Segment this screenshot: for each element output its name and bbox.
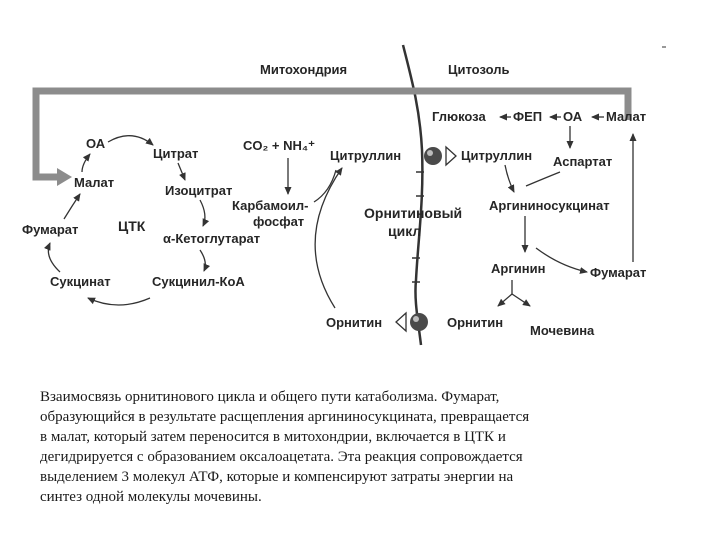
ornithine-cyto-label: Орнитин — [447, 315, 503, 330]
citrulline-mito-label: Цитруллин — [330, 148, 401, 163]
argininosuccinate-label: Аргининосукцинат — [489, 198, 610, 213]
arrow-succinate-to-fumarate — [44, 242, 61, 273]
cytosol-label: Цитозоль — [448, 62, 509, 77]
arrow-fumarate-to-malate — [63, 193, 81, 220]
citrate-label: Цитрат — [153, 146, 198, 161]
arrow-ketoglutarate-to-succinylcoa — [199, 249, 211, 272]
fumarate-mito-label: Фумарат — [22, 222, 78, 237]
arrow-arginine-to-urea — [511, 293, 531, 307]
ornithine-mito-label: Орнитин — [326, 315, 382, 330]
urea-label: Мочевина — [530, 323, 595, 338]
isocitrate-label: Изоцитрат — [165, 183, 232, 198]
arrow-citrate-to-isocitrate — [177, 162, 186, 181]
arrow-to-fumarate-cyto — [535, 247, 588, 274]
malate-transport-arrowhead — [57, 168, 72, 186]
arrow-citrulline-to-argininosuccinate — [504, 164, 515, 193]
arrow-carbamoyl-to-citrulline-mito — [313, 169, 337, 203]
arrow-aspartate-to-argininosuccinate — [525, 171, 561, 187]
oa-mito-label: ОА — [86, 136, 106, 151]
arginine-label: Аргинин — [491, 261, 545, 276]
ornithine-transporter — [395, 311, 428, 333]
pep-label: ФЕП — [513, 109, 542, 124]
figure-caption: Взаимосвязь орнитинового цикла и общего … — [40, 389, 530, 505]
arrow-ornithine-to-citrulline-mito — [314, 167, 343, 309]
arrow-oa-to-citrate — [107, 135, 154, 146]
co2-nh4-label: CO₂ + NH₄⁺ — [243, 138, 315, 153]
fumarate-cyto-label: Фумарат — [590, 265, 646, 280]
malate-mito-label: Малат — [74, 175, 114, 190]
tca-cycle-label: ЦТК — [118, 218, 146, 234]
carbamoyl-phosphate-label-1: Карбамоил- — [232, 198, 309, 213]
ornithine-cycle-label-2: цикл — [388, 223, 421, 239]
mitochondria-label: Митохондрия — [260, 62, 347, 77]
citrulline-cyto-label: Цитруллин — [461, 148, 532, 163]
ketoglutarate-label: α-Кетоглутарат — [163, 231, 260, 246]
aspartate-label: Аспартат — [553, 154, 612, 169]
arrow-arginine-to-ornithine — [497, 293, 513, 307]
malate-cyto-label: Малат — [606, 109, 646, 124]
ornithine-cycle-label-1: Орнитиновый — [364, 205, 462, 221]
arrow-malate-to-oa — [81, 153, 91, 173]
succinate-label: Сукцинат — [50, 274, 111, 289]
carbamoyl-phosphate-label-2: фосфат — [253, 214, 304, 229]
oa-cyto-label: ОА — [563, 109, 583, 124]
glucose-label: Глюкоза — [432, 109, 486, 124]
arrow-isocitrate-to-ketoglutarate — [199, 199, 210, 227]
succinyl-coa-label: Сукцинил-КоА — [152, 274, 245, 289]
malate-transport-arrow — [32, 87, 632, 181]
citrulline-transporter — [424, 145, 457, 167]
arrow-succinylcoa-to-succinate — [87, 297, 151, 306]
